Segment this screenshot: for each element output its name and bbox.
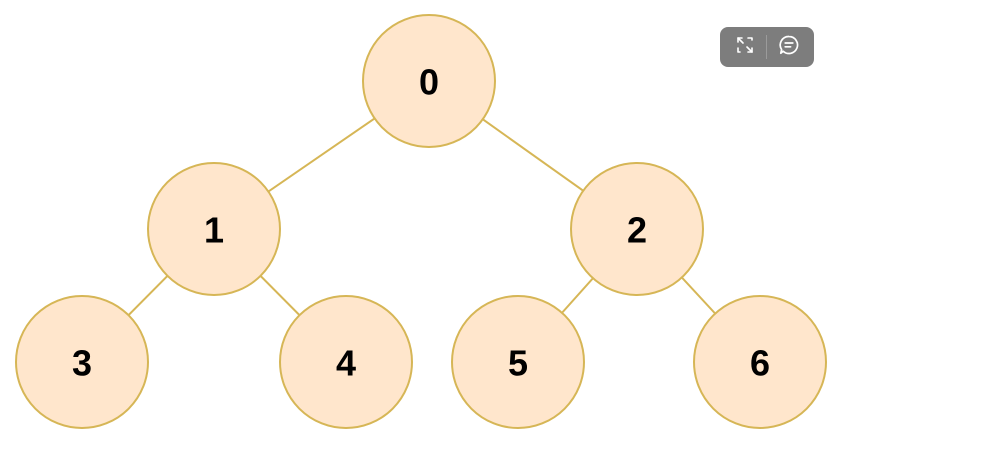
node-label: 5 [508,343,528,384]
node-label: 4 [336,343,356,384]
node-circle [693,295,827,429]
node-circle [147,162,281,296]
tree-node-5: 5 [451,295,585,429]
expand-button[interactable] [729,31,761,63]
node-circle [570,162,704,296]
node-circle [279,295,413,429]
diagram-toolbar [720,27,814,67]
comment-icon [778,34,800,61]
tree-node-4: 4 [279,295,413,429]
node-label: 3 [72,343,92,384]
node-label: 6 [750,343,770,384]
tree-node-3: 3 [15,295,149,429]
tree-node-2: 2 [570,162,704,296]
comment-button[interactable] [773,31,805,63]
node-circle [451,295,585,429]
node-label: 0 [419,62,439,103]
node-circle [362,14,496,148]
node-label: 1 [204,210,224,251]
node-circle [15,295,149,429]
tree-node-0: 0 [362,14,496,148]
nodes-layer: 0 1 2 3 4 5 6 [15,14,827,429]
tree-node-6: 6 [693,295,827,429]
toolbar-separator [766,35,768,59]
expand-icon [735,35,755,60]
node-label: 2 [627,210,647,251]
tree-node-1: 1 [147,162,281,296]
